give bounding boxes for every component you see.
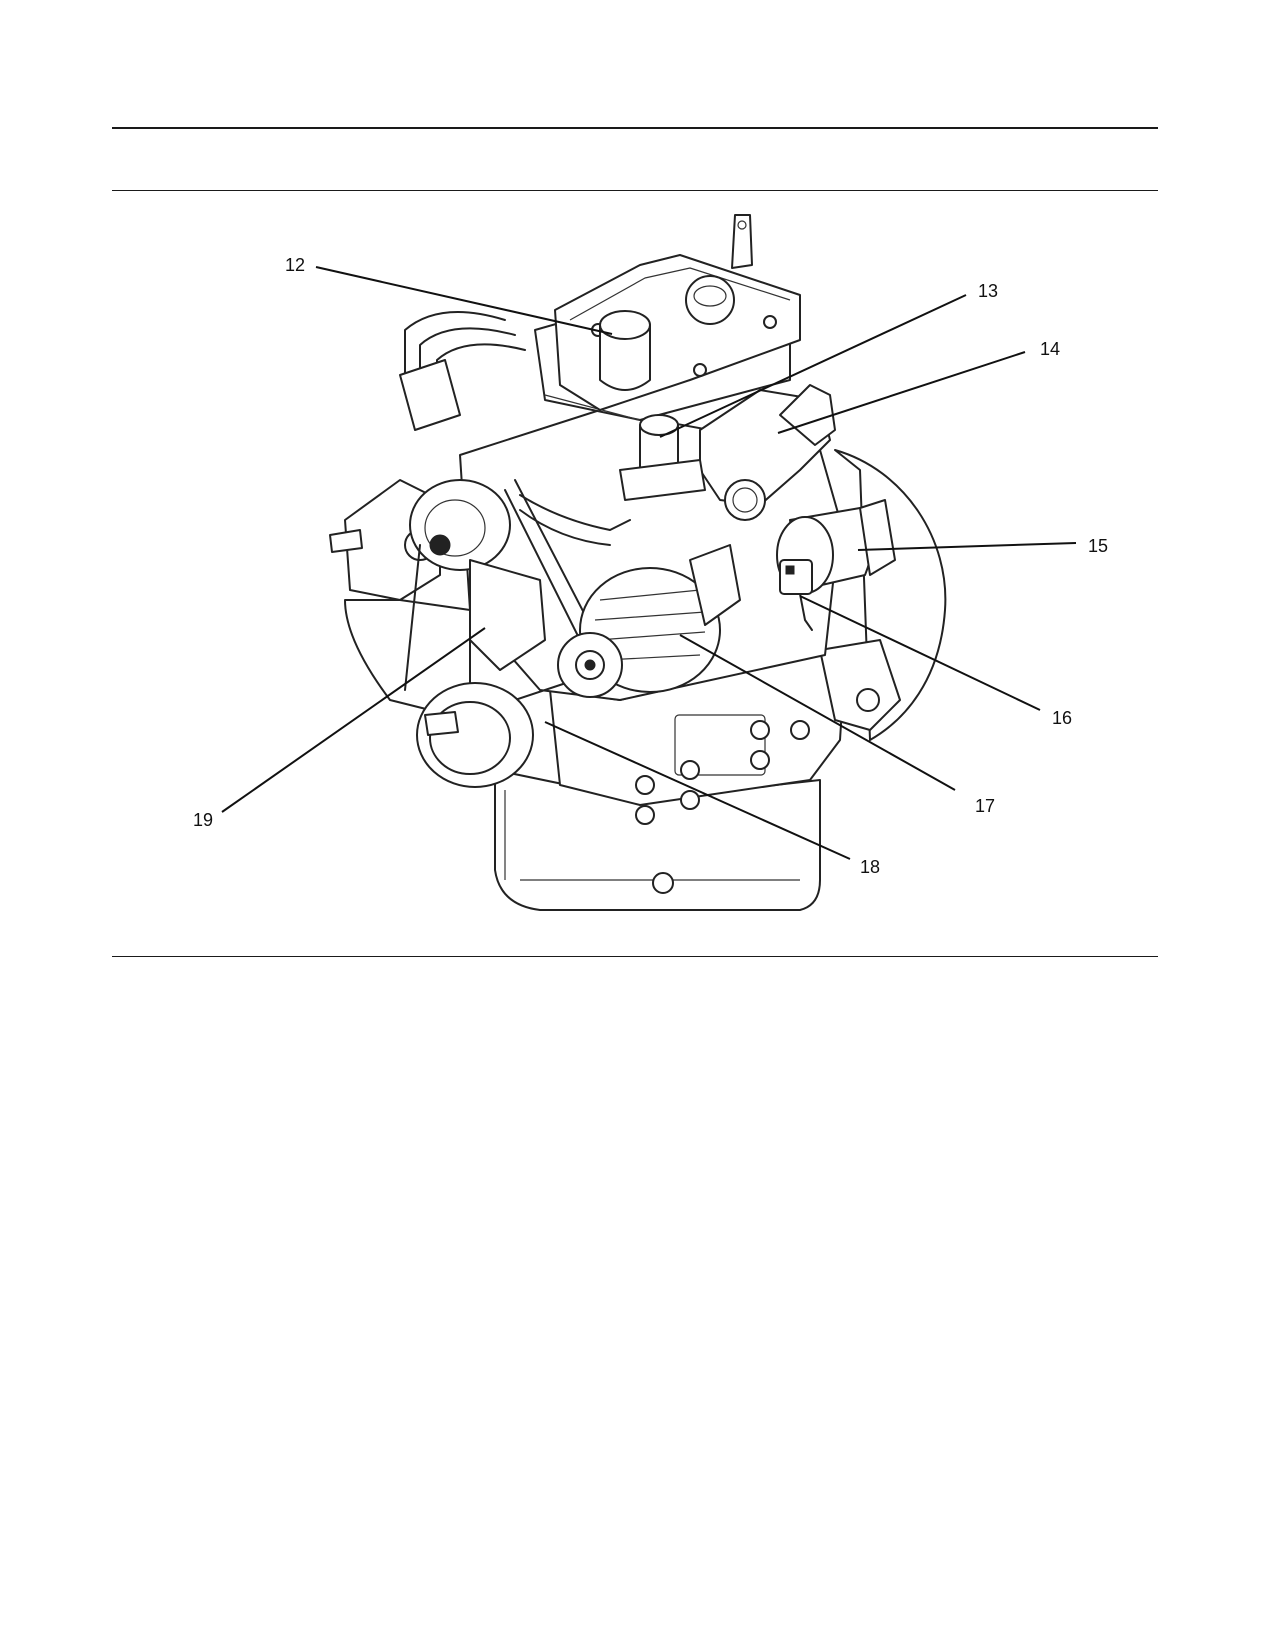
callout-16: 16 xyxy=(799,595,1072,728)
callout-label-13: 13 xyxy=(978,281,998,301)
callout-label-14: 14 xyxy=(1040,339,1060,359)
engine-illustration xyxy=(329,214,947,911)
callout-19: 19 xyxy=(193,627,486,830)
callout-15: 15 xyxy=(857,536,1108,556)
block-ribs xyxy=(635,714,810,825)
header-rule-top xyxy=(112,127,1158,129)
callout-14: 14 xyxy=(777,339,1060,434)
engine-diagram: 12 13 14 15 16 17 18 19 xyxy=(193,214,1108,911)
callouts: 12 13 14 15 16 17 18 19 xyxy=(193,255,1108,877)
callout-12: 12 xyxy=(285,255,613,335)
callout-label-12: 12 xyxy=(285,255,305,275)
callout-13: 13 xyxy=(659,281,998,438)
header-rule-bottom xyxy=(112,190,1158,191)
callout-label-17: 17 xyxy=(975,796,995,816)
callout-17: 17 xyxy=(679,634,995,816)
figure-rule-bottom xyxy=(112,956,1158,957)
callout-18: 18 xyxy=(544,721,880,877)
callout-label-19: 19 xyxy=(193,810,213,830)
callout-label-18: 18 xyxy=(860,857,880,877)
callout-label-15: 15 xyxy=(1088,536,1108,556)
callout-label-16: 16 xyxy=(1052,708,1072,728)
